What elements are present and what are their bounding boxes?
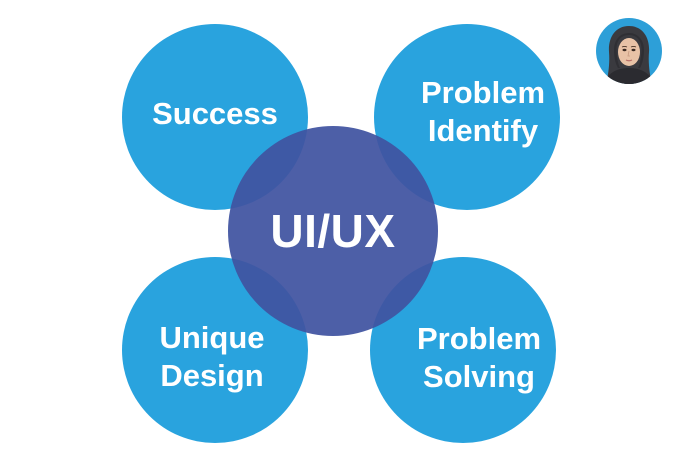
node-problem-solving-label: Problem Solving xyxy=(417,320,541,396)
node-success: Success xyxy=(122,24,308,210)
node-unique-design-line-2: Design xyxy=(160,358,264,393)
center-node-uiux: UI/UX xyxy=(228,126,438,336)
node-problem-identify: Problem Identify xyxy=(374,24,560,210)
node-success-label: Success xyxy=(152,95,278,133)
node-unique-design: Unique Design xyxy=(122,257,308,443)
node-unique-design-line-1: Unique xyxy=(159,320,265,356)
center-node-label: UI/UX xyxy=(270,204,396,257)
node-success-line-1: Success xyxy=(152,96,278,132)
node-unique-design-label: Unique Design xyxy=(159,319,264,395)
node-problem-identify-line-1: Problem xyxy=(420,75,546,111)
node-problem-solving-line-1: Problem xyxy=(416,321,542,357)
node-problem-identify-line-2: Identify xyxy=(427,113,539,148)
avatar-illustration xyxy=(604,26,654,84)
node-problem-solving-line-2: Solving xyxy=(423,359,535,394)
node-problem-identify-label: Problem Identify xyxy=(421,74,545,150)
user-avatar-icon[interactable] xyxy=(596,18,662,84)
